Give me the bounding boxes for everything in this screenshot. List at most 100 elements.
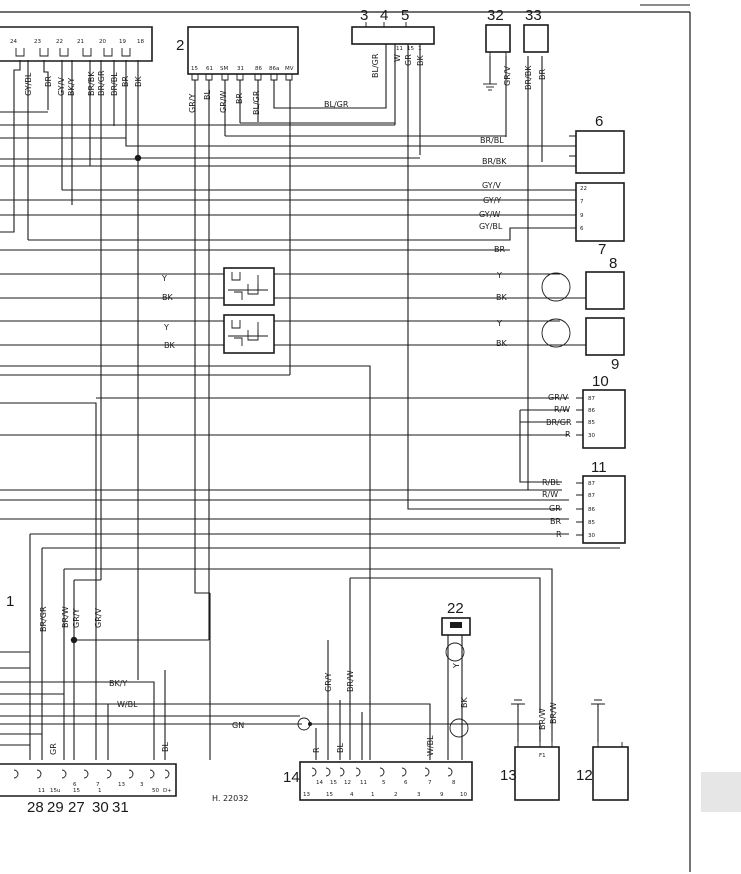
wire-label: BR/GR	[546, 418, 572, 427]
pin-label: 4	[350, 792, 354, 798]
drawing-reference: H. 22032	[212, 794, 248, 803]
pin-label: 85	[588, 420, 595, 426]
pin-label: 15	[330, 780, 337, 786]
lower-wire-labels: BK/Y W/BL GN	[109, 679, 244, 730]
pin-label: 86	[255, 66, 262, 72]
component-number: 9	[611, 356, 619, 373]
component-32: 32 GR/V	[483, 7, 512, 91]
pin-label: F1	[539, 753, 546, 759]
component-number: 27	[68, 799, 85, 816]
wire-label: R	[312, 747, 321, 753]
module-2: 2 15 61 SM 31 86 86a MV GR/Y BL GR/W BR …	[176, 26, 299, 115]
wire-label: BR/W	[61, 606, 70, 628]
component-6: 6 22 7 9 6	[569, 113, 625, 242]
pin-label: 23	[34, 39, 41, 45]
component-number: 2	[176, 37, 184, 54]
wire-label: W/BL	[426, 735, 435, 756]
pin-label: 86	[588, 408, 595, 414]
component-number: 22	[447, 600, 464, 617]
pin-label: 13	[303, 792, 310, 798]
pin-label: 8	[452, 780, 456, 786]
top-left-connector: 24 23 22 21 20 19 18	[0, 26, 153, 62]
component-number: 29	[47, 799, 64, 816]
component-number: 28	[27, 799, 44, 816]
pin-label: 11	[38, 788, 45, 794]
pin-label: 1	[371, 792, 375, 798]
wire-label: BL	[336, 743, 345, 753]
pin-label: 15	[73, 788, 80, 794]
wire-label: R/W	[542, 490, 558, 499]
wire-label: GR/V	[548, 393, 568, 402]
pin-label: 7	[580, 199, 584, 205]
bottom-left-numbers: 28 29 27 30 31	[27, 799, 129, 816]
component-number: 6	[595, 113, 603, 130]
wire-label: Y	[161, 274, 167, 283]
component-11: 11 87 87 86 85 30	[576, 459, 626, 544]
pin-label: 2	[394, 792, 398, 798]
pin-label: 5	[382, 780, 386, 786]
component-number: 1	[6, 593, 14, 610]
pin-label: 13	[118, 782, 125, 788]
wire-label: W/BL	[117, 700, 138, 709]
pin-label: 61	[206, 66, 213, 72]
component-number: 13	[500, 767, 517, 784]
wire-label: GR	[549, 504, 561, 513]
harness-horizontal	[0, 111, 620, 760]
wire-label: BK	[460, 697, 469, 708]
wire-label: BR	[494, 245, 505, 254]
pin-label: 10	[460, 792, 467, 798]
component-number: 3	[360, 7, 368, 24]
component-14: 14 14 15 12 11 5 6 7 8 13 15 4 1 2 3 9 1…	[283, 670, 473, 801]
wire-label: BL/GR	[252, 90, 261, 115]
wire-label: Y	[496, 271, 502, 280]
component-number: 7	[598, 241, 606, 258]
wire-label: GR/Y	[72, 609, 81, 628]
pin-label: 87	[588, 396, 595, 402]
wire-label: BR/W	[538, 708, 547, 730]
pin-label: 85	[588, 520, 595, 526]
pin-label: 24	[10, 39, 17, 45]
component-13: F1 13 BR/W BR/W	[500, 699, 560, 801]
pin-label: 7	[428, 780, 432, 786]
pin-label: 21	[77, 39, 84, 45]
pin-label: 30	[588, 433, 595, 439]
bottom-left-connector: 11 15u 6 15 7 1 13 3 50 D+	[0, 763, 177, 797]
pin-label: 6	[404, 780, 408, 786]
pin-label: 12	[344, 780, 351, 786]
wire-label: GR/V	[94, 608, 103, 628]
wire-label: BR/W	[549, 702, 558, 724]
wire-label: R	[556, 530, 562, 539]
pin-label: 22	[580, 186, 587, 192]
component-number: 30	[92, 799, 109, 816]
pin-label: 6	[580, 226, 584, 232]
pin-label: 15u	[50, 788, 60, 794]
component-8: 7 8	[224, 241, 625, 310]
pin-label: 9	[440, 792, 444, 798]
pin-label: D+	[163, 788, 172, 794]
wire-label: BK	[496, 339, 507, 348]
wire-label: BK/Y	[109, 679, 127, 688]
wire-label: GR/Y	[324, 673, 333, 692]
wire-label: Y	[452, 663, 461, 669]
pin-label: MV	[285, 66, 294, 72]
pin-label: 86	[588, 507, 595, 513]
lower-left-wire-labels: BR/GR BR/W GR/Y GR/V GR BL	[39, 606, 170, 755]
pin-label: 6	[73, 782, 77, 788]
wire-label: BR/GR	[39, 606, 48, 632]
component-number: 32	[487, 7, 504, 24]
component-number: 10	[592, 373, 609, 390]
pin-label: 11	[360, 780, 367, 786]
pin-label: 22	[56, 39, 63, 45]
wire-label: BL/GR	[371, 53, 380, 78]
pin-label: 19	[119, 39, 126, 45]
vertical-wires	[0, 44, 562, 680]
wire-label: GR/Y	[188, 94, 197, 113]
page-tab	[701, 772, 741, 812]
wire-label: GY/W	[479, 210, 500, 219]
component-number: 31	[112, 799, 129, 816]
top-left-wire-labels: GY/BL BR GY/V BK/Y BR/BK BR/GR BR/BL BR …	[24, 70, 143, 96]
pin-label: SM	[220, 66, 228, 72]
component-number: 5	[401, 7, 409, 24]
wire-label: BK	[162, 293, 173, 302]
pin-label: 50	[152, 788, 159, 794]
